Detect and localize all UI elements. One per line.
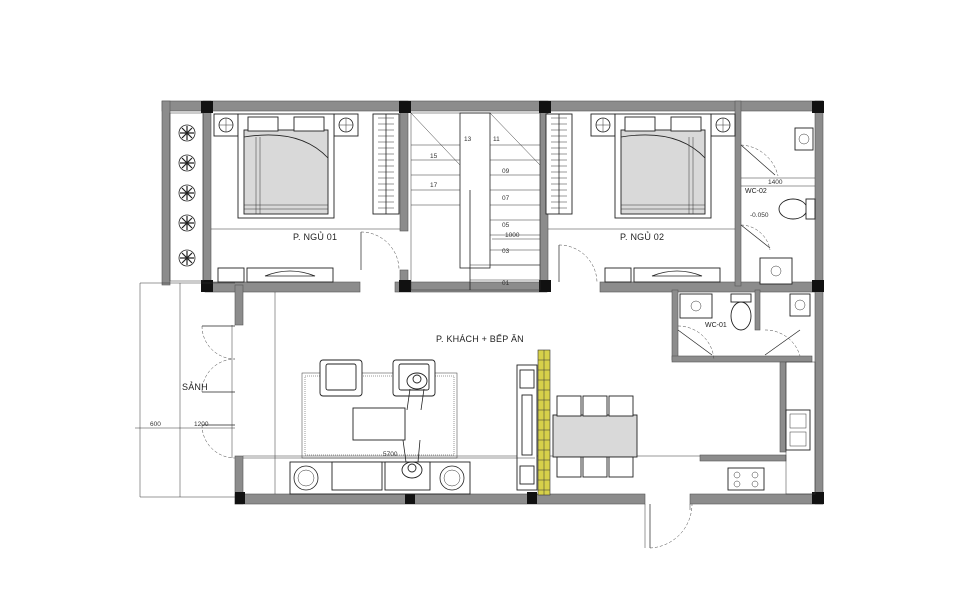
- stair-step-01: 01: [502, 280, 510, 287]
- dim-living-width: 5700: [383, 451, 398, 458]
- stair: [410, 112, 541, 291]
- labels: P. NGỦ 01 P. NGỦ 02 P. KHÁCH + BẾP ĂN SẢ…: [150, 136, 783, 458]
- dimension-lines: [243, 185, 815, 459]
- bedroom-2: [545, 113, 736, 284]
- planter-strip: [169, 112, 204, 282]
- label-porch: SẢNH: [182, 381, 208, 392]
- label-wc-01: WC-01: [705, 322, 727, 329]
- label-living-kitchen: P. KHÁCH + BẾP ĂN: [436, 334, 524, 344]
- stair-step-09: 09: [502, 168, 510, 175]
- stair-step-07: 07: [502, 195, 510, 202]
- kitchen: [727, 361, 816, 495]
- label-bedroom-1: P. NGỦ 01: [293, 231, 337, 242]
- stair-step-03: 03: [502, 248, 510, 255]
- stair-step-13: 13: [464, 136, 472, 143]
- label-bedroom-2: P. NGỦ 02: [620, 231, 664, 242]
- stair-step-05: 05: [502, 222, 510, 229]
- wc-02: [740, 127, 816, 285]
- porch: [135, 282, 236, 498]
- stair-step-11: 11: [493, 136, 500, 143]
- label-wc-02: WC-02: [745, 188, 767, 195]
- dim-stair-width: 1000: [505, 232, 520, 239]
- dim-wc2-level: -0.050: [750, 212, 769, 219]
- stair-step-15: 15: [430, 153, 438, 160]
- dining: [552, 395, 638, 478]
- dim-porch-width: 1200: [194, 421, 209, 428]
- main-door: [644, 503, 693, 549]
- stair-step-17: 17: [430, 182, 438, 189]
- dim-wc2-width: 1400: [768, 179, 783, 186]
- bedroom-1: [211, 113, 400, 283]
- wc-01: [677, 293, 811, 361]
- dim-porch-depth: 600: [150, 421, 161, 428]
- living-room: [243, 292, 700, 496]
